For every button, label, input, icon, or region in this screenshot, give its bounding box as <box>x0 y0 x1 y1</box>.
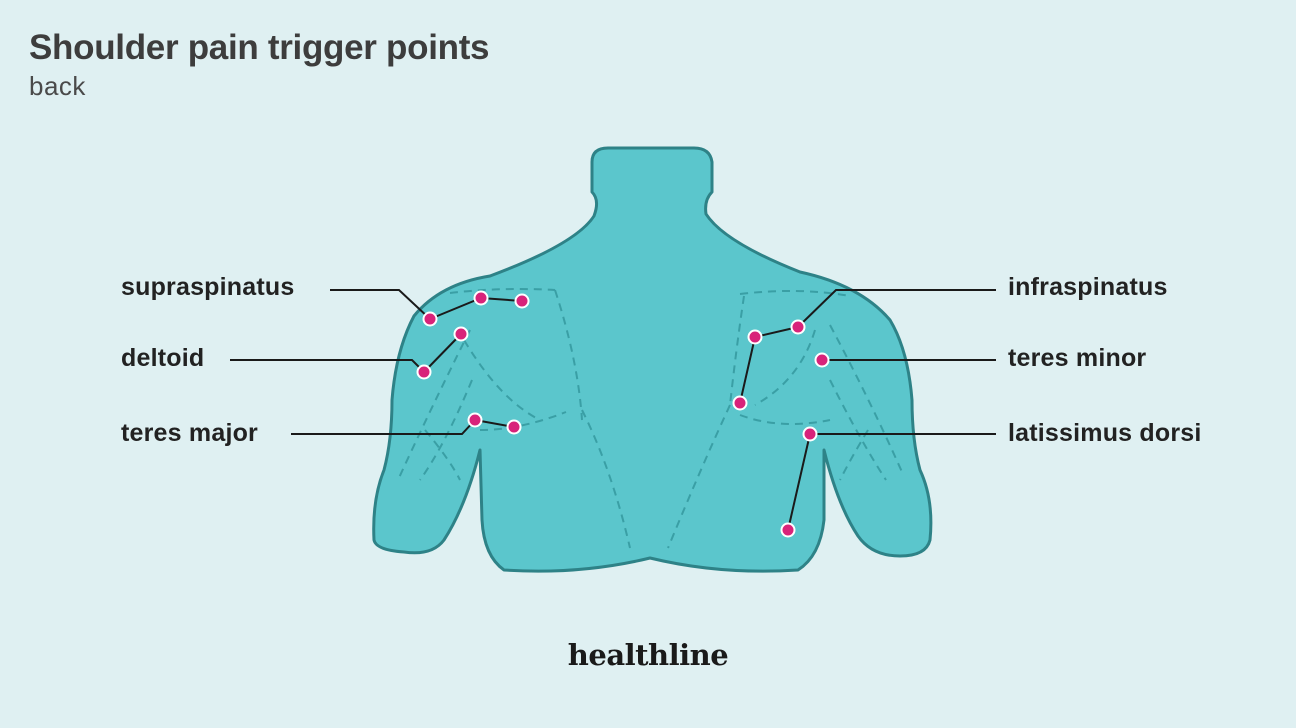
trigger-point <box>422 311 438 327</box>
trigger-point <box>514 293 530 309</box>
trigger-points <box>416 290 830 538</box>
trigger-point <box>467 412 483 428</box>
torso-silhouette <box>372 146 933 573</box>
label-teres-minor: teres minor <box>1008 344 1147 372</box>
label-supraspinatus: supraspinatus <box>121 273 295 301</box>
label-teres-major: teres major <box>121 419 258 447</box>
trigger-point <box>416 364 432 380</box>
trigger-point <box>453 326 469 342</box>
label-infraspinatus: infraspinatus <box>1008 273 1168 301</box>
trigger-point <box>473 290 489 306</box>
label-deltoid: deltoid <box>121 344 205 372</box>
diagram-subtitle: back <box>29 71 86 101</box>
label-latissimus-dorsi: latissimus dorsi <box>1008 419 1202 447</box>
trigger-point <box>732 395 748 411</box>
leader-lines-right <box>739 289 996 531</box>
trigger-point <box>814 352 830 368</box>
trigger-point <box>790 319 806 335</box>
trigger-point <box>747 329 763 345</box>
healthline-logo: healthline <box>567 638 729 672</box>
trigger-point <box>780 522 796 538</box>
trigger-point <box>506 419 522 435</box>
diagram-title: Shoulder pain trigger points <box>29 28 490 67</box>
trigger-point <box>802 426 818 442</box>
